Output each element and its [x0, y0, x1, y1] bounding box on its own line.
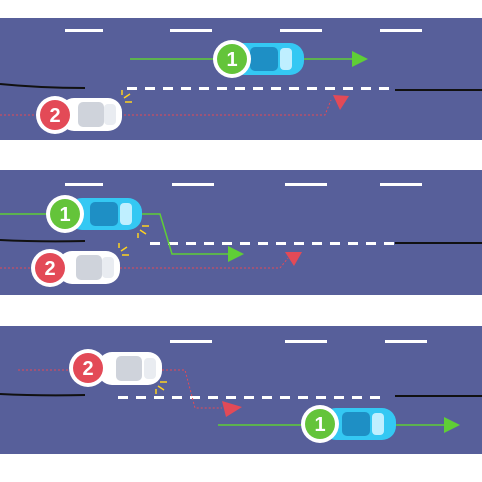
blinker-icon: [121, 90, 132, 103]
lane-edge-left: [0, 83, 86, 89]
road-scene-1: 1 2: [0, 18, 482, 140]
badge-circle: [217, 44, 247, 74]
car-badge-label: 1: [314, 414, 325, 436]
lane-dashes-middle: [118, 396, 380, 399]
car-2: 2: [69, 349, 167, 394]
arrow-car-1: [228, 246, 244, 262]
car-2: 2: [36, 90, 132, 134]
road-scene-3: 2 1: [0, 326, 482, 454]
badge-circle: [305, 409, 335, 439]
blinker-icon: [155, 381, 167, 394]
badge-circle: [50, 199, 80, 229]
road-scene-2: 1 2: [0, 170, 482, 295]
arrow-car-1: [444, 417, 460, 433]
lane-marks-top: [170, 340, 427, 343]
car-badge-label: 2: [44, 258, 55, 280]
panel-1: 1 2: [0, 18, 482, 140]
car-2: 2: [31, 243, 129, 287]
road-surface: [0, 326, 482, 454]
arrow-car-2: [285, 252, 302, 266]
car-badge-label: 1: [226, 49, 237, 71]
lane-marks-top: [65, 183, 422, 186]
car-badge-label: 2: [49, 105, 60, 127]
arrow-car-2: [222, 401, 242, 417]
badge-circle: [40, 100, 70, 130]
car-badge-label: 2: [82, 358, 93, 380]
lane-dashes-middle: [127, 87, 389, 90]
badge-circle: [73, 353, 103, 383]
badge-circle: [35, 253, 65, 283]
lane-edge-left: [0, 393, 86, 397]
lane-marks-top: [65, 29, 422, 32]
blinker-icon: [118, 243, 129, 256]
panel-2: 1 2: [0, 170, 482, 295]
lane-dashes-middle: [150, 242, 394, 245]
panel-3: 2 1: [0, 326, 482, 454]
arrow-car-2: [333, 95, 349, 110]
car-badge-label: 1: [59, 204, 70, 226]
car-1: 1: [46, 195, 149, 238]
arrow-car-1: [352, 51, 368, 67]
lane-edge-left: [0, 239, 86, 243]
car-1: 1: [213, 40, 304, 78]
blinker-icon: [137, 225, 149, 238]
car-1: 1: [301, 405, 396, 443]
